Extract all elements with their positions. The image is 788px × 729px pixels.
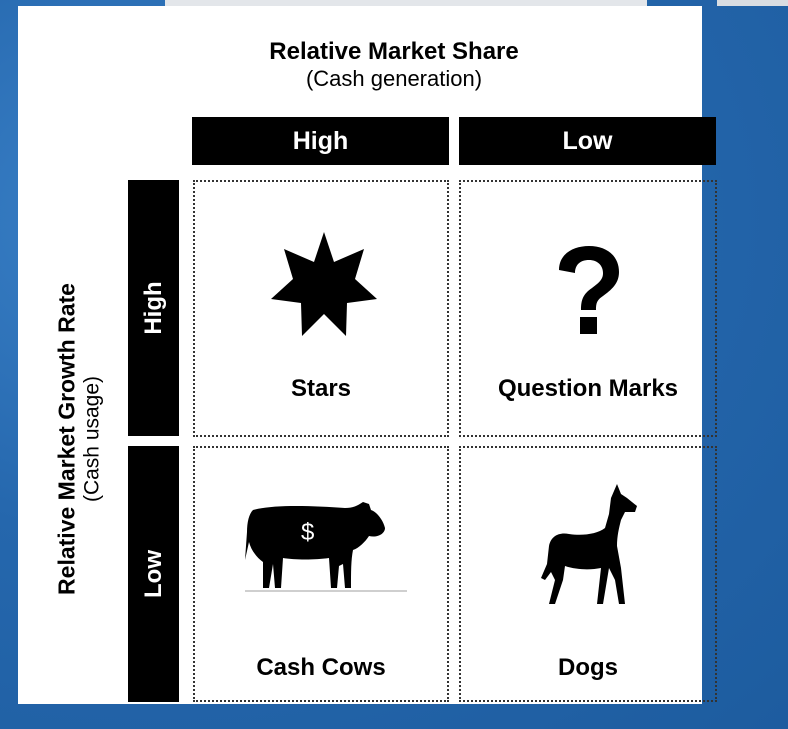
quadrant-cash-cows: $ Cash Cows [193, 446, 449, 702]
y-axis-subtitle: (Cash usage) [80, 375, 104, 503]
cow-icon: $ [245, 502, 407, 592]
question-mark-icon [559, 246, 619, 334]
row-header-low: Low [128, 446, 179, 702]
top-strip-right [717, 0, 788, 6]
column-header-low: Low [459, 117, 716, 165]
star-icon [271, 232, 377, 336]
top-strip [165, 0, 647, 6]
row-header-high: High [128, 180, 179, 436]
quadrant-dogs: Dogs [459, 446, 717, 702]
y-axis-title: Relative Market Growth Rate [53, 283, 80, 595]
dog-icon [541, 484, 637, 604]
quadrant-label-stars: Stars [290, 375, 352, 402]
quadrant-label-dogs: Dogs [558, 654, 618, 681]
x-axis-title: Relative Market Share [269, 38, 519, 65]
quadrant-question-marks: Question Marks [459, 180, 717, 437]
cow-dollar-sign: $ [301, 519, 314, 546]
column-header-high: High [192, 117, 449, 165]
row-header-high-label: High [139, 281, 167, 335]
y-axis-label: Relative Market Growth Rate (Cash usage) [54, 283, 105, 595]
quadrant-stars: Stars [193, 180, 449, 437]
x-axis-subtitle: (Cash generation) [305, 66, 483, 91]
quadrant-label-cash-cows: Cash Cows [256, 654, 386, 681]
row-header-low-label: Low [139, 550, 167, 598]
quadrant-label-question-marks: Question Marks [497, 375, 679, 402]
